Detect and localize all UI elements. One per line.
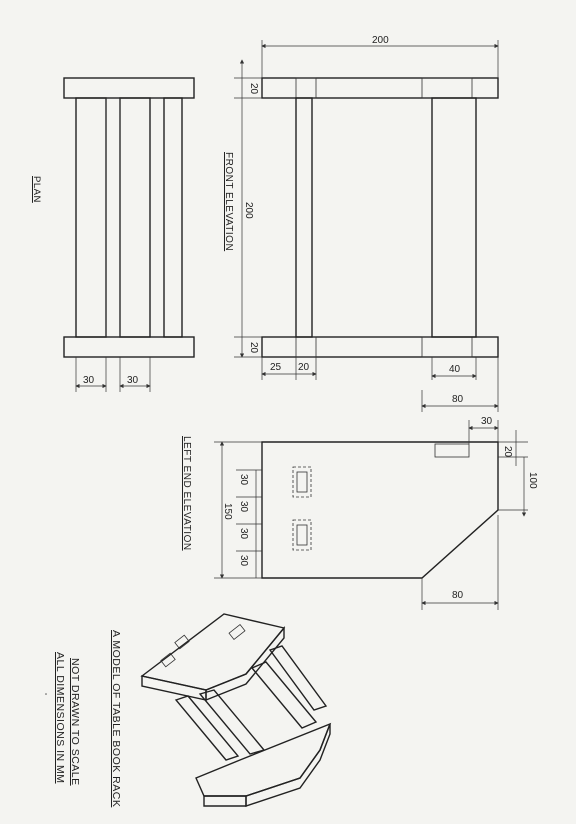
front-elevation-view: 200 20 20 200 25 20 40 80 xyxy=(234,35,499,412)
front-right-leg xyxy=(431,97,477,338)
plan-slat-1 xyxy=(75,97,107,338)
front-dim-bottom-board: 20 xyxy=(248,342,259,354)
plan-slat-2 xyxy=(119,97,151,338)
end-dim-slot-offset: 30 xyxy=(481,416,493,427)
front-elevation-label: FRONT ELEVATION xyxy=(223,152,234,252)
front-dim-width: 200 xyxy=(372,35,389,46)
front-dim-overall: 80 xyxy=(452,394,464,405)
end-dim-seg2: 30 xyxy=(238,501,249,513)
end-mortise-1 xyxy=(292,466,312,498)
front-dim-right-leg: 40 xyxy=(449,364,461,375)
end-slot-top xyxy=(434,443,470,458)
front-bottom-board xyxy=(261,336,499,358)
plan-slat-3 xyxy=(163,97,183,338)
front-dim-left-offset: 25 xyxy=(270,362,282,373)
scale-note: NOT DRAWN TO SCALE xyxy=(69,658,81,786)
plan-top-board xyxy=(63,77,195,99)
plan-dim-b: 30 xyxy=(127,375,139,386)
end-dim-seg1: 30 xyxy=(238,474,249,486)
end-panel-outline xyxy=(261,441,499,579)
end-dim-bevel: 80 xyxy=(452,590,464,601)
end-dim-slot-depth: 100 xyxy=(527,472,538,489)
front-left-leg xyxy=(295,97,313,338)
left-end-elevation-label: LEFT END ELEVATION xyxy=(181,436,192,551)
isometric-model xyxy=(140,613,332,807)
end-dim-width: 150 xyxy=(222,503,233,520)
front-top-board xyxy=(261,77,499,99)
end-mortise-2 xyxy=(292,519,312,551)
plan-label: PLAN xyxy=(31,176,42,203)
units-note: ALL DIMENSIONS IN MM xyxy=(54,652,66,784)
end-dim-seg4: 30 xyxy=(238,555,249,567)
front-dim-left-leg: 20 xyxy=(298,362,310,373)
plan-view: 30 30 xyxy=(63,77,195,392)
end-dim-seg3: 30 xyxy=(238,528,249,540)
plan-dim-a: 30 xyxy=(83,375,95,386)
end-dim-slot-height: 20 xyxy=(502,446,513,458)
front-dim-height: 200 xyxy=(243,202,254,219)
model-top-panel xyxy=(140,613,286,691)
left-end-elevation-view: 150 30 30 30 30 30 20 100 80 xyxy=(214,416,538,610)
model-bottom-panel xyxy=(195,722,332,797)
plan-bottom-board xyxy=(63,336,195,358)
front-dim-top-board: 20 xyxy=(248,83,259,95)
model-title: A MODEL OF TABLE BOOK RACK xyxy=(110,630,122,808)
